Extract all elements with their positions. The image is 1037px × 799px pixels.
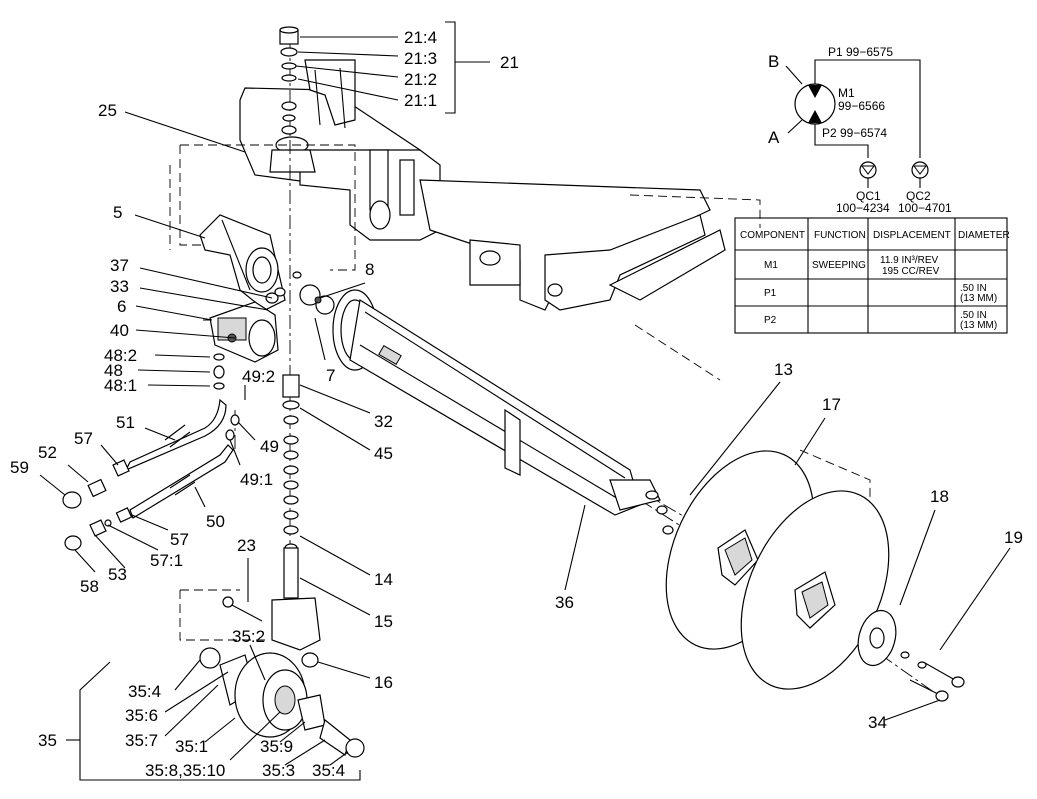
callout-57-lower: 57 [170,530,189,549]
table-cell: .50 IN [960,310,987,321]
callout-59: 59 [10,458,29,477]
p1-label: P1 99−6575 [828,45,893,59]
caster-wheel-part-35 [199,647,365,758]
callout-21: 21 [500,53,519,72]
callout-21-1: 21:1 [404,91,437,110]
leader-lines [39,21,1011,781]
callout-15: 15 [374,612,393,631]
callout-35-4-right: 35:4 [312,761,345,780]
callout-21-3: 21:3 [404,49,437,68]
callout-14: 14 [374,570,393,589]
qc1-part-number: 100−4234 [836,201,890,215]
frame-assembly [239,59,726,311]
callout-32: 32 [374,412,393,431]
spec-table: COMPONENT FUNCTION DISPLACEMENT DIAMETER… [734,217,1010,334]
coupling-part-7 [299,284,335,315]
table-cell: P2 [764,315,777,326]
callout-35-4-left: 35:4 [128,682,161,701]
bolts-part-19 [900,651,965,702]
callout-labels: 21:4 21:3 21:2 21:1 21 25 5 37 33 6 40 4… [10,28,1023,780]
callout-52: 52 [38,443,57,462]
motor-arrow-bottom [808,110,822,123]
table-header-component: COMPONENT [740,230,805,241]
callout-19: 19 [1004,528,1023,547]
callout-35-1: 35:1 [175,737,208,756]
table-header-diameter: DIAMETER [958,230,1010,241]
callout-53: 53 [108,565,127,584]
callout-33: 33 [110,277,129,296]
qc2-name: QC2 [906,189,931,203]
qc2-check [913,165,927,175]
brush-disc-part-17 [740,490,890,690]
callout-35-7: 35:7 [125,731,158,750]
broom-core-part-36 [332,289,674,535]
motor-arrow-top [808,85,822,98]
callout-48: 48 [104,361,123,380]
callout-17: 17 [822,395,841,414]
port-a-label: A [768,128,780,147]
callout-50: 50 [206,512,225,531]
table-cell: M1 [764,260,778,271]
port-b-label: B [768,52,779,71]
callout-21-2: 21:2 [404,70,437,89]
callout-49: 49 [260,437,279,456]
callout-25: 25 [98,101,117,120]
callout-57-1: 57:1 [150,551,183,570]
hydraulic-schematic: B A P1 99−6575 P2 99−6574 M1 99−6566 QC1… [768,45,952,215]
callout-35-6: 35:6 [125,706,158,725]
callout-23: 23 [237,536,256,555]
cap-assembly-part-21 [279,26,299,135]
table-cell: .50 IN [960,283,987,294]
mount-bracket-part-5 [199,214,286,311]
table-cell: 11.9 IN³/REV [880,255,938,266]
table-cell: (13 MM) [960,293,997,304]
callout-34: 34 [868,713,887,732]
callout-51: 51 [116,413,135,432]
table-cell: P1 [764,288,777,299]
qc2-part-number: 100−4701 [898,201,952,215]
m1-part-number: 99−6566 [838,99,885,113]
callout-35-3: 35:3 [262,761,295,780]
caster-spindle-stack [222,374,321,668]
callout-21-4: 21:4 [404,28,437,47]
callout-49-1: 49:1 [240,470,273,489]
qc1-name: QC1 [856,189,881,203]
callout-8: 8 [365,260,374,279]
callout-35-8-35-10: 35:8,35:10 [145,761,225,780]
callout-5: 5 [113,203,122,222]
callout-45: 45 [374,444,393,463]
callout-40: 40 [110,321,129,340]
callout-49-2: 49:2 [242,367,275,386]
callout-57-upper: 57 [74,429,93,448]
callout-18: 18 [930,487,949,506]
table-cell: (13 MM) [960,320,997,331]
table-cell: SWEEPING [812,260,866,271]
callout-48-2: 48:2 [104,346,137,365]
callout-48-1: 48:1 [104,376,137,395]
callout-7: 7 [326,366,335,385]
m1-name: M1 [838,86,855,100]
table-header-displacement: DISPLACEMENT [873,230,951,241]
callout-16: 16 [374,673,393,692]
callout-35-9: 35:9 [260,737,293,756]
callout-6: 6 [117,297,126,316]
callout-35-2: 35:2 [232,627,265,646]
table-header-function: FUNCTION [814,230,866,241]
table-cell: 195 CC/REV [882,266,940,277]
callout-13: 13 [774,360,793,379]
callout-35: 35 [38,731,57,750]
end-plate-part-18 [857,609,897,667]
hydraulic-motor-part-6 [209,271,302,363]
qc1-check [861,165,875,175]
hydraulic-hoses [62,353,240,551]
callout-36: 36 [555,593,574,612]
callout-58: 58 [80,577,99,596]
p2-label: P2 99−6574 [822,126,887,140]
callout-37: 37 [110,256,129,275]
